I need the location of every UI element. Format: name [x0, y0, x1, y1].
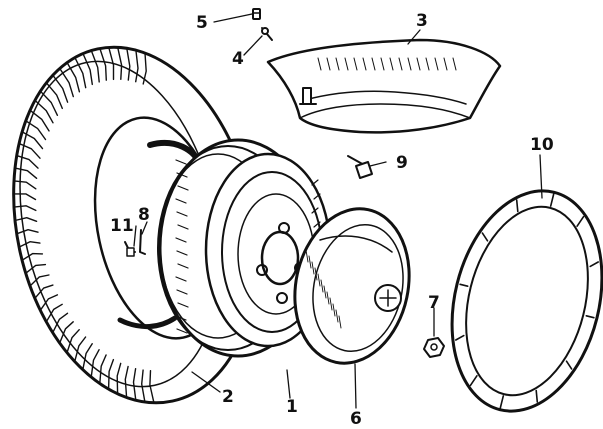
balance-weight — [124, 241, 136, 257]
label-2: 2 — [222, 387, 234, 407]
valve-cap — [252, 8, 261, 20]
wheel-nut — [423, 337, 445, 358]
label-11: 11 — [110, 216, 134, 236]
label-10: 10 — [530, 135, 554, 155]
label-1: 1 — [286, 397, 298, 417]
trim-ring — [450, 189, 603, 413]
inner-tube — [266, 38, 502, 134]
label-6: 6 — [350, 409, 362, 429]
label-4: 4 — [232, 49, 244, 69]
tyre — [12, 45, 258, 405]
callout-labels: 1 2 3 4 5 6 7 8 9 10 11 — [110, 11, 554, 429]
balance-weight-clip — [139, 229, 146, 255]
label-7: 7 — [428, 293, 440, 313]
label-8: 8 — [138, 205, 150, 225]
tyre-tread-pattern — [13, 46, 155, 404]
hub-cap — [293, 207, 411, 365]
label-9: 9 — [396, 153, 408, 173]
label-3: 3 — [416, 11, 428, 31]
label-5: 5 — [196, 13, 208, 33]
leader-lines — [133, 13, 543, 409]
valve-extension — [347, 155, 373, 179]
valve-core — [261, 27, 273, 41]
